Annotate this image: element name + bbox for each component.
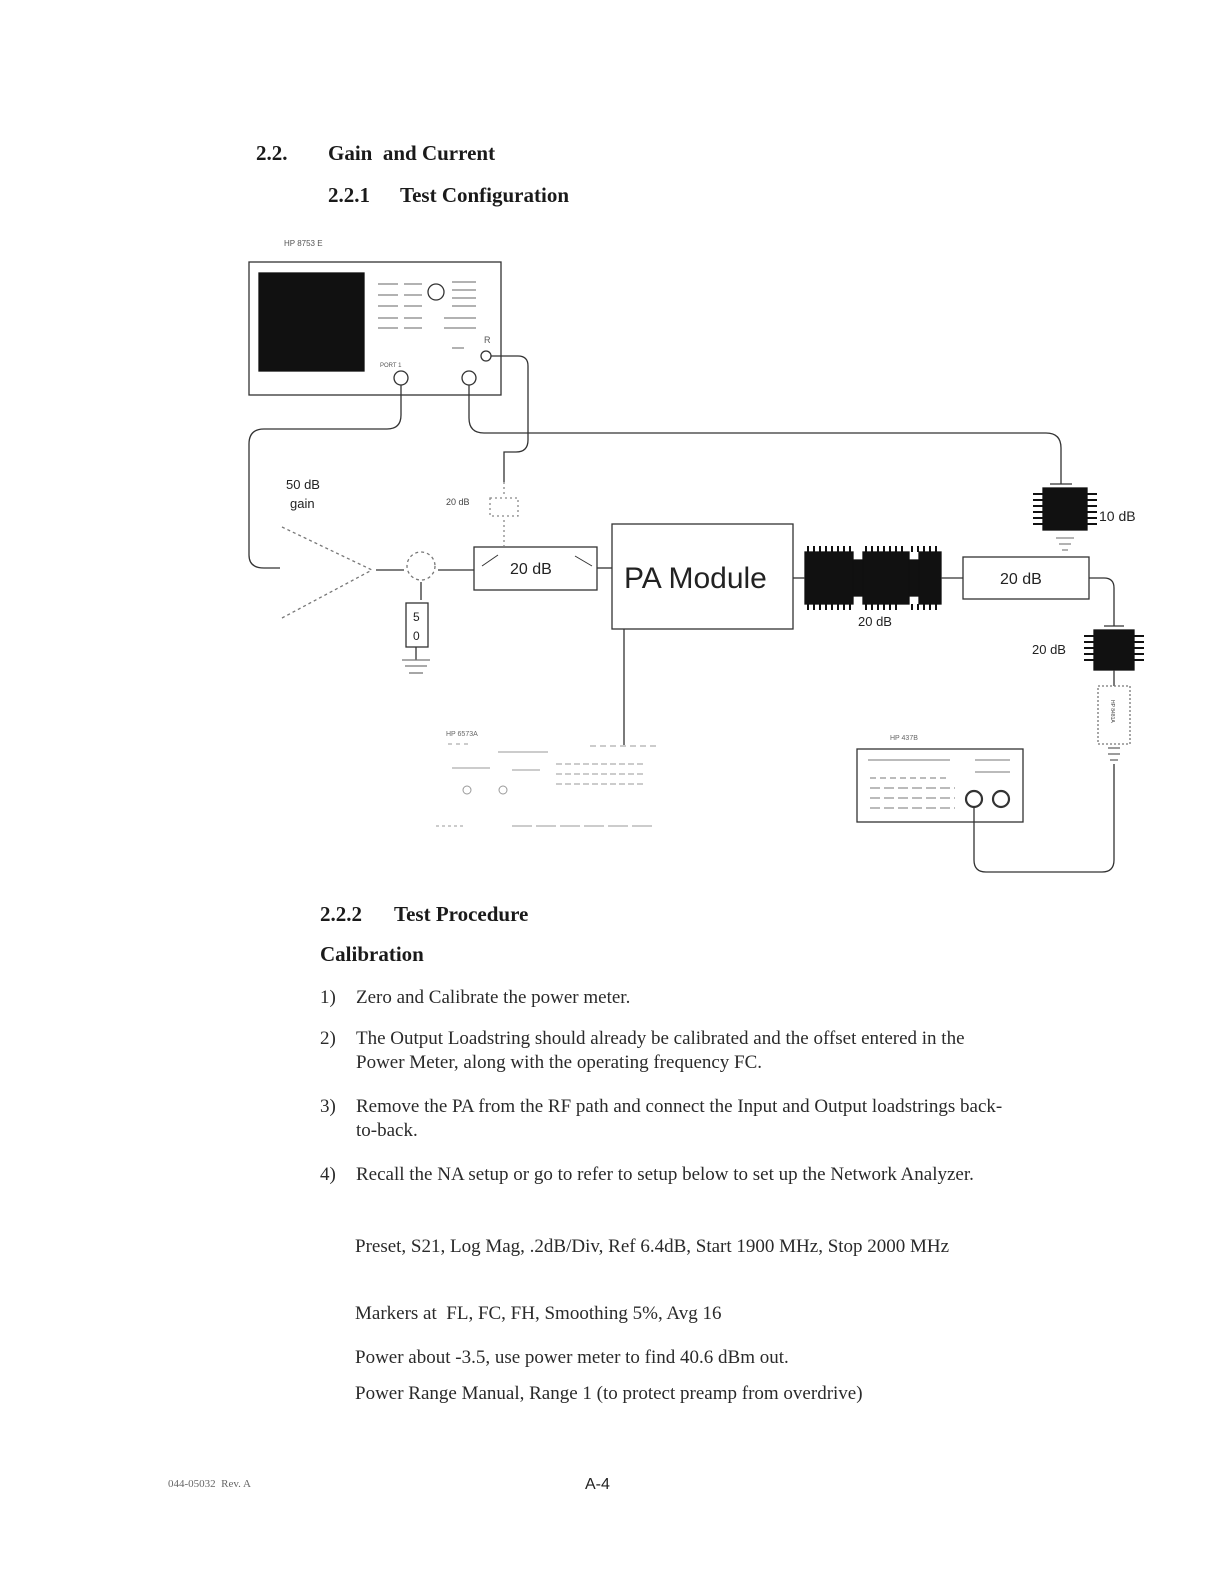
port1-label: PORT 1: [380, 363, 402, 369]
step-text: The Output Loadstring should already be …: [356, 1028, 965, 1073]
step-2: 2) The Output Loadstring should already …: [320, 1027, 1036, 1075]
setup-line-2: Markers at FL, FC, FH, Smoothing 5%, Avg…: [355, 1303, 722, 1324]
footer-doc-number: 044-05032 Rev. A: [168, 1478, 252, 1490]
att-20db-sensor-label: 20 dB: [1032, 642, 1066, 657]
step-4: 4) Recall the NA setup or go to refer to…: [320, 1163, 1036, 1211]
step-number: 4): [320, 1164, 336, 1185]
network-analyzer-label: HP 8753 E: [284, 239, 323, 248]
setup-line-1: Preset, S21, Log Mag, .2dB/Div, Ref 6.4d…: [355, 1236, 950, 1257]
gain-label-2: gain: [290, 496, 315, 511]
section-title: Gain and Current: [328, 141, 496, 165]
setup-line-4: Power Range Manual, Range 1 (to protect …: [355, 1383, 863, 1404]
subsection-procedure-title: Test Procedure: [394, 902, 529, 926]
step-number: 2): [320, 1028, 336, 1049]
step-text: Remove the PA from the RF path and conne…: [356, 1096, 1003, 1141]
term-0: 0: [413, 629, 420, 643]
term-5: 5: [413, 610, 420, 624]
subsection-config-title: Test Configuration: [400, 183, 569, 207]
section-number: 2.2.: [256, 141, 288, 165]
setup-line-3: Power about -3.5, use power meter to fin…: [355, 1347, 789, 1368]
footer-page-number: A-4: [585, 1476, 610, 1493]
r-label: R: [484, 335, 491, 345]
step-text: Zero and Calibrate the power meter.: [356, 987, 631, 1008]
network-analyzer: [248, 261, 502, 396]
att-20db-right-box-label: 20 dB: [1000, 571, 1042, 588]
test-configuration-diagram: HP 8753 E PORT 1 R 50 dB gain 20 dB 20 d…: [248, 239, 1144, 873]
power-supply-label: HP 6573A: [446, 731, 478, 738]
step-number: 1): [320, 987, 336, 1008]
port2-connector: [461, 370, 477, 386]
subsection-config-number: 2.2.1: [328, 183, 370, 207]
gain-label-1: 50 dB: [286, 477, 320, 492]
step-3: 3) Remove the PA from the RF path and co…: [320, 1095, 1036, 1143]
pa-module-label: PA Module: [624, 562, 767, 595]
port1-connector: [393, 370, 409, 386]
att-20db-under-label: 20 dB: [858, 614, 892, 629]
att-20db-box-label: 20 dB: [510, 561, 552, 578]
step-text: Recall the NA setup or go to refer to se…: [356, 1164, 974, 1185]
att-10db-label: 10 dB: [1099, 508, 1136, 524]
step-1: 1) Zero and Calibrate the power meter.: [320, 986, 1036, 1010]
step-number: 3): [320, 1096, 336, 1117]
att-20db-small-label: 20 dB: [446, 497, 470, 507]
calibration-heading: Calibration: [320, 942, 424, 966]
power-meter-label: HP 437B: [890, 735, 918, 742]
sensor-label: HP 8481A: [1109, 700, 1115, 723]
r-connector: [480, 350, 492, 362]
subsection-procedure-number: 2.2.2: [320, 902, 362, 926]
